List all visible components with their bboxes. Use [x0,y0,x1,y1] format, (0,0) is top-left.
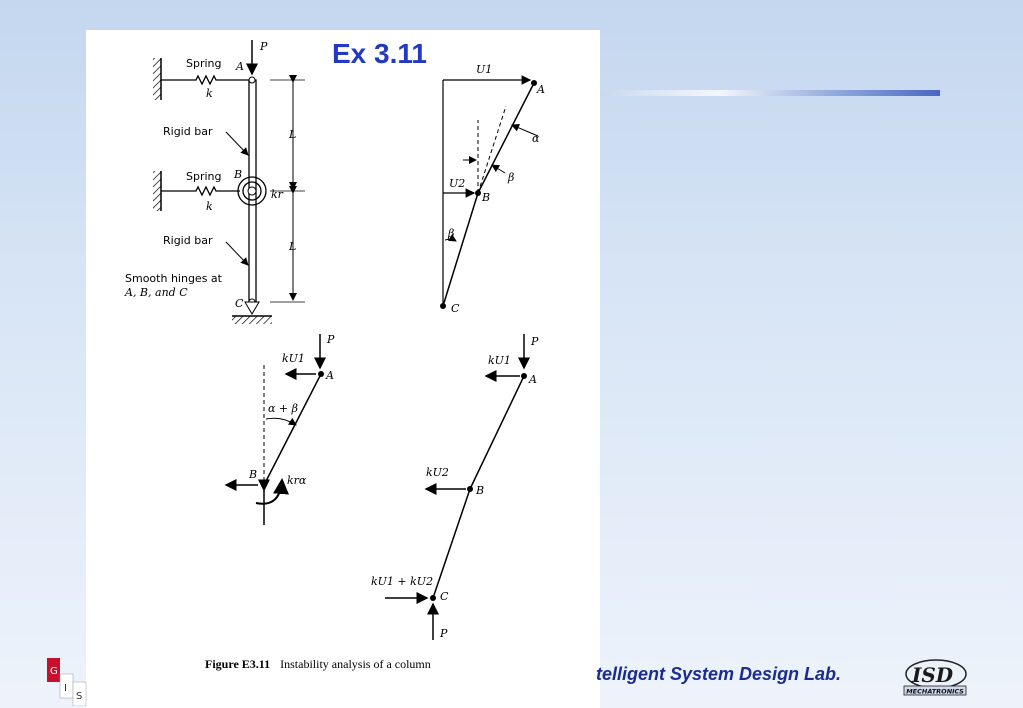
whole-force-bottom-label: kU1 + kU2 [371,575,433,588]
bar-cb [442,192,479,307]
node-a-label: A [235,60,244,73]
hinge-b [247,186,257,196]
rigid-bar-leader-2 [225,241,249,266]
node-c-label: C [235,297,244,310]
moment-arc [255,478,289,505]
node-c-label-2: C [451,302,460,315]
u2-label: U2 [449,177,465,190]
hinge-a [248,76,256,84]
caption-text: Instability analysis of a column [280,657,431,671]
spring-top-label: Spring [186,57,222,70]
ground-hatch [232,316,272,324]
k-top-label: k [206,87,213,100]
rotational-spring-inner [242,181,262,201]
title-accent-line [600,90,940,96]
fbd-node-b-label: B [248,468,257,481]
length-label-2: L [288,240,296,253]
whole-column-fbd: P kU1 A kU2 B kU1 + kU2 C P [371,334,539,640]
isd-mechatronics-logo: ISD MECHATRONICS [903,659,967,696]
gis-logo: G I S [47,658,87,706]
whole-node-c-label: C [440,590,449,603]
slide-title: Ex 3.11 [332,38,427,69]
k-mid-label: k [206,200,213,213]
whole-node-a-label: A [528,373,537,386]
lab-name: telligent System Design Lab. [596,664,842,684]
rigid-bar-label-1: Rigid bar [163,125,213,138]
figure-caption: Figure E3.11 Instability analysis of a co… [205,657,431,672]
fbd-force-label: kU1 [282,352,305,365]
logo-letter-i: I [64,683,67,694]
beta-label-1: β [507,171,514,184]
bar-ba [477,82,535,194]
fbd-bar [263,373,322,486]
logo-monogram: ISD [911,663,954,687]
node-b-label-2: B [481,191,490,204]
node-b-label: B [233,168,242,181]
whole-force-top-label: kU1 [488,354,511,367]
pin-support [244,301,260,315]
fbd-angle-label: α + β [268,402,298,415]
load-label: P [259,40,268,53]
whole-load-bottom-label: P [439,627,448,640]
whole-node-b-label: B [475,484,484,497]
caption-label: Figure E3.11 [205,657,271,671]
rigid-bar-leader-1 [225,131,249,156]
node-a-label-2: A [536,83,545,96]
displaced-shape: U1 A α β U2 B β C [440,63,545,315]
kr-label: kr [271,188,284,201]
hinges-label-1: Smooth hinges at [125,272,223,285]
whole-load-top-label: P [530,335,539,348]
spring-top [161,74,250,86]
extension-reference [477,105,507,194]
u1-label: U1 [476,63,492,76]
wall-mid [153,171,161,211]
fbd-moment-label: krα [287,474,307,487]
angle-arc [265,417,297,426]
logo-letter-g: G [50,666,58,677]
rotational-spring-outer [237,176,267,206]
upper-bar-fbd: P kU1 A α + β B krα [224,333,335,525]
hinges-label-2: A, B, and C [124,286,188,299]
beta-label-2: β [447,227,454,240]
fbd-node-a-label: A [325,369,334,382]
length-label-1: L [288,128,296,141]
figure-panel [86,30,600,708]
wall-top [153,58,161,100]
alpha-label: α [532,132,540,145]
fbd-bar-upper [469,375,525,490]
spring-mid [161,185,240,197]
rigid-bar-label-2: Rigid bar [163,234,213,247]
logo-mechatronics-text: MECHATRONICS [906,688,964,696]
spring-mid-label: Spring [186,170,222,183]
whole-force-mid-label: kU2 [426,466,449,479]
logo-letter-s: S [76,691,82,702]
fbd-load-label: P [326,333,335,346]
fbd-bar-lower [432,488,471,599]
column-system: P Spring k A Rigid bar Spring k B kr Rig… [124,40,305,324]
